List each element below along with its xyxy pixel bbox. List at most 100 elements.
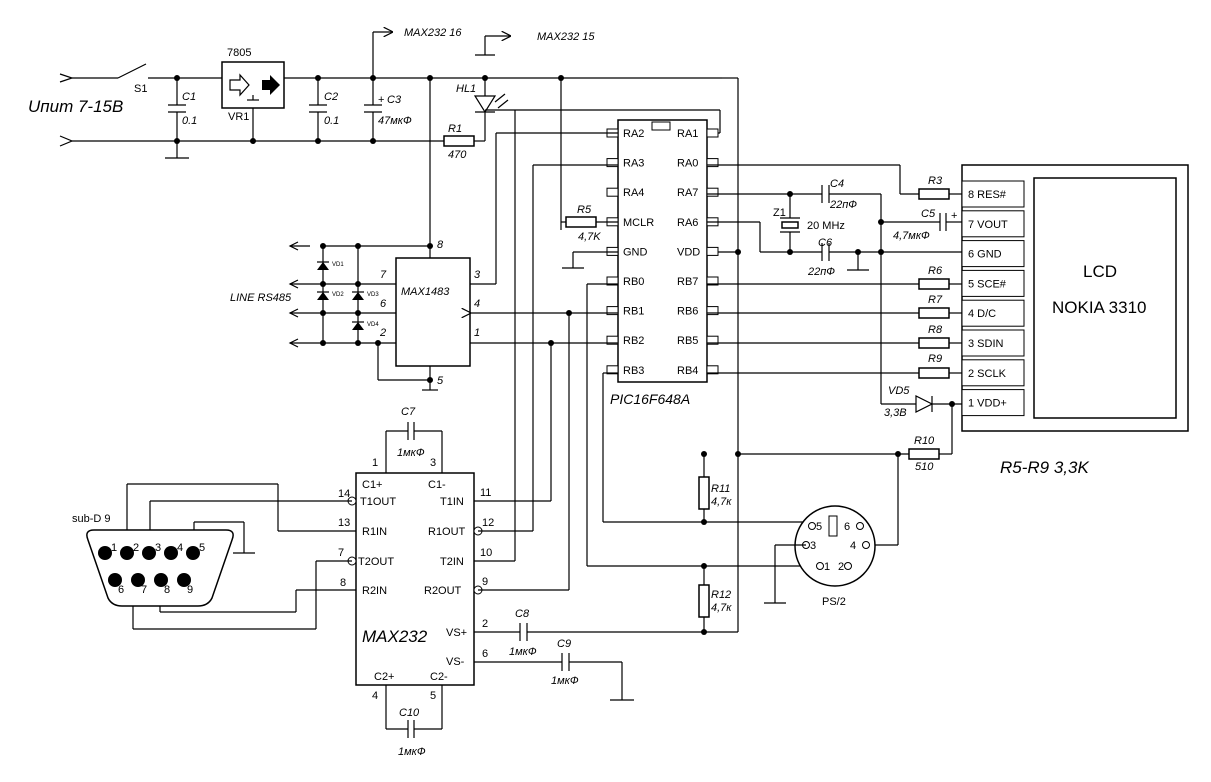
dsub-pin-4 bbox=[164, 546, 178, 560]
c10-label: C10 bbox=[399, 707, 420, 719]
crystal-section: C4 22пФ Z1 20 MHz C6 22пФ + C5 4,7мкФ bbox=[707, 164, 1089, 546]
max232-pinnum-3: 3 bbox=[430, 457, 436, 469]
dsub-pin-7 bbox=[131, 573, 145, 587]
ps2-pinnum-2: 2 bbox=[838, 561, 844, 573]
hl1-led bbox=[473, 95, 497, 114]
r7-resistor bbox=[918, 307, 950, 319]
max232-pin-vs: VS+ bbox=[446, 627, 467, 639]
max232-pinnum-5: 5 bbox=[430, 690, 436, 702]
max1483-pin-2: 2 bbox=[379, 327, 386, 339]
z1-value: 20 MHz bbox=[807, 220, 845, 232]
hl1-label: HL1 bbox=[456, 83, 476, 95]
ps2-pin-2 bbox=[844, 562, 852, 570]
c5-value: 4,7мкФ bbox=[893, 230, 930, 242]
c7-value: 1мкФ bbox=[397, 447, 425, 459]
max232-pin-t1out: T1OUT bbox=[360, 496, 396, 508]
vd2-diode bbox=[317, 292, 329, 300]
rs485-line-label: LINE RS485 bbox=[230, 292, 292, 304]
max232-pin-t2out: T2OUT bbox=[358, 556, 394, 568]
pic-pin-rb4: RB4 bbox=[677, 365, 698, 377]
max232-pin-r2in: R2IN bbox=[362, 585, 387, 597]
ps2-pinnum-6: 6 bbox=[844, 521, 850, 533]
dsub-pin-1 bbox=[98, 546, 112, 560]
vd3-label: VD3 bbox=[367, 292, 379, 298]
dsub-pin-3 bbox=[142, 546, 156, 560]
max232-pin-r2out: R2OUT bbox=[424, 585, 462, 597]
max1483-pin-7: 7 bbox=[380, 269, 387, 281]
max232-pin-t1in: T1IN bbox=[440, 496, 464, 508]
c6-value: 22пФ bbox=[807, 266, 835, 278]
max232-pinnum-12: 12 bbox=[482, 517, 494, 529]
r7-label: R7 bbox=[928, 294, 943, 306]
c9-value: 1мкФ bbox=[551, 675, 579, 687]
lcd-pin-5: 5 SCE# bbox=[968, 278, 1007, 290]
r11-resistor bbox=[698, 476, 710, 510]
vr1-label: VR1 bbox=[228, 111, 249, 123]
dsub-pin-9 bbox=[177, 573, 191, 587]
ps2-pin-4 bbox=[862, 541, 870, 549]
ps2-pinnum-5: 5 bbox=[816, 521, 822, 533]
ps2-pin-5 bbox=[808, 522, 816, 530]
power-section: S1 Uпит 7-15В C1 0.1 7805 VR1 C2 0.1 bbox=[28, 27, 741, 632]
r8-resistor bbox=[918, 337, 950, 349]
pic-pin-rb2: RB2 bbox=[623, 335, 644, 347]
c1-label: C1 bbox=[182, 91, 196, 103]
pic-pin-rb6: RB6 bbox=[677, 306, 698, 318]
ps2-pin-1 bbox=[816, 562, 824, 570]
pic-pin-mclr: MCLR bbox=[623, 217, 654, 229]
max1483-name: MAX1483 bbox=[401, 286, 450, 298]
r5-label: R5 bbox=[577, 204, 592, 216]
dsub-pin-8 bbox=[154, 573, 168, 587]
dsub-pinnum-5: 5 bbox=[199, 542, 205, 554]
dsub-pinnum-2: 2 bbox=[133, 542, 139, 554]
c2-label: C2 bbox=[324, 91, 338, 103]
c2-value: 0.1 bbox=[324, 115, 339, 127]
r12-resistor bbox=[698, 584, 710, 618]
pic-pin-ra1: RA1 bbox=[677, 128, 698, 140]
max232-pinnum-11: 11 bbox=[480, 487, 491, 499]
max232-pinnum-2: 2 bbox=[482, 618, 488, 630]
r5-resistor bbox=[565, 216, 597, 228]
lcd-pin-4: 4 D/C bbox=[968, 308, 996, 320]
dsub-pinnum-6: 6 bbox=[118, 584, 124, 596]
vd3-diode bbox=[352, 292, 364, 300]
max232-pinnum-9: 9 bbox=[482, 576, 488, 588]
pic-name: PIC16F648A bbox=[610, 391, 690, 407]
vd4-label: VD4 bbox=[367, 322, 379, 328]
lcd-pin-8: 8 RES# bbox=[968, 189, 1007, 201]
dsub-pin-2 bbox=[120, 546, 134, 560]
max232-pinnum-7: 7 bbox=[338, 547, 344, 559]
lcd-title: LCD bbox=[1083, 262, 1117, 281]
ps2-pinnum-1: 1 bbox=[824, 561, 830, 573]
dsub-pin-5 bbox=[186, 546, 200, 560]
max232-16-label: MAX232 16 bbox=[404, 27, 462, 39]
r6-resistor bbox=[918, 278, 950, 290]
c3-label: C3 bbox=[387, 94, 402, 106]
c8-label: C8 bbox=[515, 608, 530, 620]
r1-value: 470 bbox=[448, 149, 467, 161]
max232-pin-c2: C2- bbox=[430, 671, 448, 683]
pic-pin-rb5: RB5 bbox=[677, 335, 698, 347]
pic16f648a-chip: PIC16F648A RA2RA3RA4MCLRGNDRB0RB1RB2RB3 … bbox=[560, 119, 719, 407]
r10-value: 510 bbox=[915, 461, 934, 473]
r1-label: R1 bbox=[448, 123, 462, 135]
ps2-pin-6 bbox=[856, 522, 864, 530]
lcd-pin-3: 3 SDIN bbox=[968, 338, 1004, 350]
s1-label: S1 bbox=[134, 83, 147, 95]
dsub-pinnum-9: 9 bbox=[187, 584, 193, 596]
max232-pin-r1out: R1OUT bbox=[428, 526, 466, 538]
z1-crystal bbox=[781, 221, 799, 229]
vd4-diode bbox=[352, 322, 364, 330]
r6-label: R6 bbox=[928, 265, 943, 277]
c7-label: C7 bbox=[401, 406, 416, 418]
pic-pin-vdd: VDD bbox=[677, 246, 700, 258]
max232-pin-t2in: T2IN bbox=[440, 556, 464, 568]
c3-value: 47мкФ bbox=[378, 115, 412, 127]
max1483-pin-3: 3 bbox=[474, 269, 481, 281]
max232-pinnum-4: 4 bbox=[372, 690, 378, 702]
c10-value: 1мкФ bbox=[398, 746, 426, 758]
max232-pin-c1: C1+ bbox=[362, 479, 383, 491]
lcd-pin-2: 2 SCLK bbox=[968, 368, 1007, 380]
